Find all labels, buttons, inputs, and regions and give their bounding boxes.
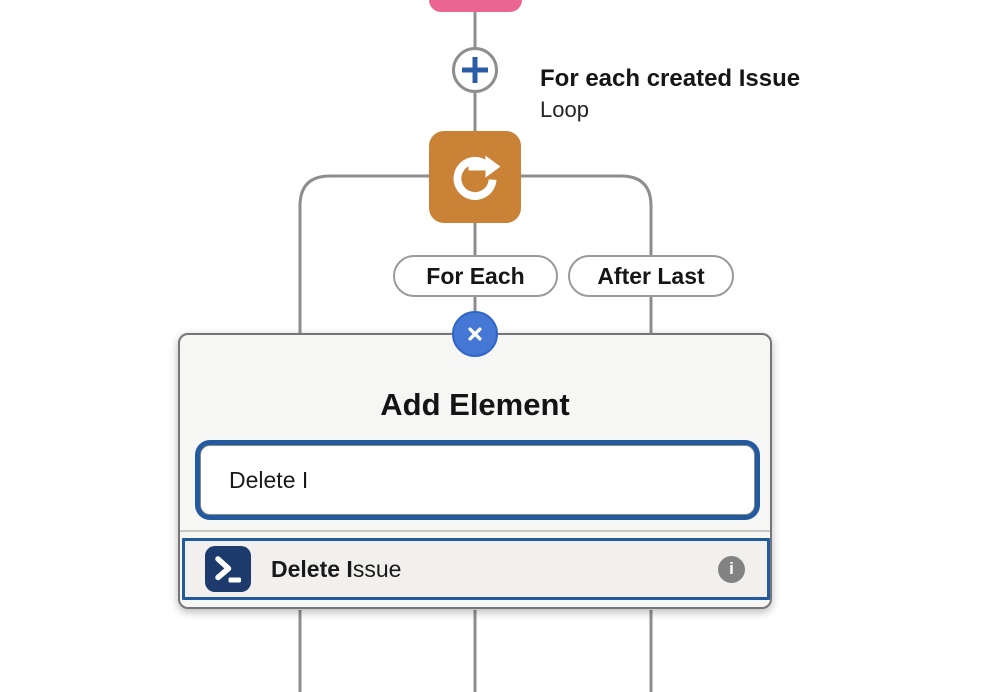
loop-node-title: For each created Issue bbox=[540, 65, 801, 92]
action-terminal-icon bbox=[205, 546, 251, 592]
branch-label-after-last: After Last bbox=[568, 255, 734, 297]
search-result-delete-issue[interactable]: Delete Issue i bbox=[182, 538, 770, 600]
branch-label-for-each-text: For Each bbox=[426, 262, 525, 289]
loop-node-label: For each created Issue Loop bbox=[540, 63, 800, 125]
previous-node[interactable] bbox=[429, 0, 522, 12]
plus-icon bbox=[462, 57, 488, 83]
add-element-button[interactable] bbox=[452, 47, 498, 93]
add-element-popup: Add Element Delete Issue i bbox=[178, 333, 772, 609]
loop-icon bbox=[453, 155, 501, 200]
result-label-rest: ssue bbox=[352, 555, 402, 582]
close-icon bbox=[468, 327, 482, 341]
result-label: Delete Issue bbox=[271, 556, 401, 583]
info-icon-glyph: i bbox=[729, 559, 734, 578]
result-label-match: Delete I bbox=[271, 555, 353, 582]
info-icon[interactable]: i bbox=[718, 555, 745, 583]
branch-label-after-last-text: After Last bbox=[597, 262, 705, 289]
popup-title: Add Element bbox=[380, 387, 570, 422]
element-search-input[interactable] bbox=[200, 445, 755, 515]
loop-node[interactable] bbox=[429, 131, 521, 223]
branch-label-for-each: For Each bbox=[393, 255, 558, 297]
close-button[interactable] bbox=[452, 311, 498, 357]
popup-divider bbox=[180, 530, 770, 532]
loop-node-type: Loop bbox=[540, 97, 589, 122]
